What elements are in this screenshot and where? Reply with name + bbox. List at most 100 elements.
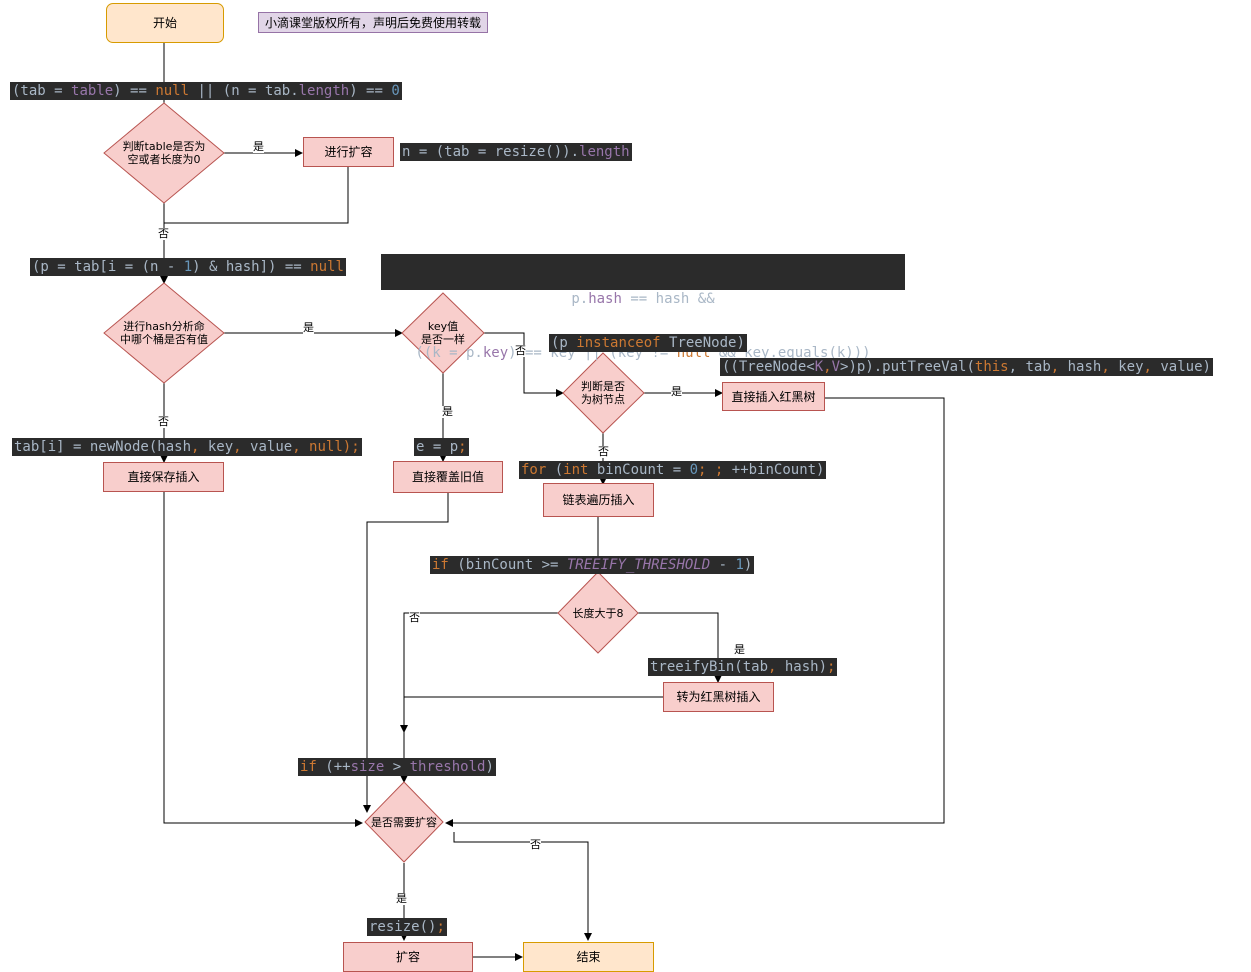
code-assign-e: e = p; bbox=[414, 438, 469, 456]
code-token: resize() bbox=[369, 919, 437, 935]
code-token: || (n = tab. bbox=[189, 83, 299, 99]
code-token: (++ bbox=[316, 759, 351, 775]
code-token: for bbox=[521, 462, 547, 478]
code-token: - bbox=[710, 557, 736, 573]
edge-save-to-resize bbox=[163, 492, 363, 827]
direct-save-label: 直接保存插入 bbox=[127, 470, 200, 484]
is-tree-label: 判断是否 为树节点 bbox=[581, 380, 625, 406]
code-treeify-bin: treeifyBin(tab, hash); bbox=[648, 658, 838, 676]
code-token: ) == bbox=[113, 83, 156, 99]
expand-final-label: 扩容 bbox=[395, 950, 420, 964]
diamond-check-bucket bbox=[103, 282, 225, 384]
insert-tree-label: 直接插入红黑树 bbox=[731, 389, 816, 404]
code-token: , bbox=[1101, 359, 1110, 375]
diamond-key-same bbox=[401, 292, 485, 374]
code-token: ( bbox=[546, 462, 564, 478]
code-token: V bbox=[831, 359, 841, 375]
code-token: e = p bbox=[416, 439, 459, 455]
code-token: ) bbox=[743, 557, 753, 573]
code-token: ) bbox=[485, 759, 494, 775]
expand-first-node: 进行扩容 bbox=[303, 137, 394, 167]
code-token: hash) bbox=[776, 659, 828, 675]
code-new-node: tab[i] = newNode(hash, key, value, null)… bbox=[12, 438, 362, 456]
code-token: int bbox=[563, 462, 589, 478]
code-token: , tab bbox=[1008, 359, 1051, 375]
code-token: hash bbox=[1059, 359, 1102, 375]
diamond-need-resize bbox=[364, 781, 444, 863]
code-table-check: (tab = table) == null || (n = tab.length… bbox=[10, 82, 402, 100]
code-token: length bbox=[298, 83, 350, 99]
code-token: ; bbox=[458, 439, 467, 455]
diamond-len-gt-8 bbox=[557, 571, 639, 654]
label-check-yes: 是 bbox=[253, 140, 264, 153]
code-token: ((k = p. bbox=[415, 345, 483, 361]
code-token: tab[i] = newNode(hash bbox=[14, 439, 192, 455]
code-key-check: p.hash == hash && ((k = p.key) == key ||… bbox=[381, 254, 905, 361]
code-token: key bbox=[1109, 359, 1144, 375]
direct-save-node: 直接保存插入 bbox=[103, 462, 224, 492]
to-tree-node: 转为红黑树插入 bbox=[663, 682, 774, 712]
code-token: TREEIFY_THRESHOLD bbox=[566, 557, 711, 573]
code-put-tree-val: ((TreeNode<K,V>)p).putTreeVal(this, tab,… bbox=[720, 358, 1213, 376]
code-token: value bbox=[241, 439, 293, 455]
code-token: key bbox=[199, 439, 234, 455]
code-token: == hash && bbox=[621, 291, 715, 307]
code-token: hash bbox=[588, 291, 622, 307]
label-bucket-yes: 是 bbox=[303, 321, 314, 334]
code-token: value) bbox=[1151, 359, 1211, 375]
expand-first-label: 进行扩容 bbox=[324, 145, 373, 159]
code-token: , bbox=[823, 359, 832, 375]
code-size-check: if (++size > threshold) bbox=[298, 758, 496, 776]
code-token: ; ; bbox=[698, 462, 732, 478]
code-token: if bbox=[432, 557, 449, 573]
code-token: (binCount >= bbox=[448, 557, 567, 573]
label-key-no: 否 bbox=[515, 344, 526, 357]
label-tree-no: 否 bbox=[598, 445, 609, 458]
end-node: 结束 bbox=[523, 942, 654, 972]
code-resize-call: resize(); bbox=[367, 918, 447, 936]
check-table-label: 判断table是否为 空或者长度为0 bbox=[122, 140, 206, 166]
code-for-loop: for (int binCount = 0; ; ++binCount) bbox=[519, 461, 827, 479]
diamond-check-table bbox=[103, 102, 225, 204]
to-tree-label: 转为红黑树插入 bbox=[676, 690, 761, 704]
code-token: table bbox=[71, 83, 114, 99]
code-bucket-check: (p = tab[i = (n - 1) & hash]) == null bbox=[30, 258, 346, 276]
code-token: ) & hash]) == bbox=[192, 259, 311, 275]
diamond-is-tree bbox=[562, 352, 645, 434]
code-token: > bbox=[384, 759, 410, 775]
code-token: ); bbox=[342, 439, 360, 455]
code-token: threshold bbox=[409, 759, 486, 775]
code-key-check-line1: p.hash == hash && bbox=[383, 290, 903, 308]
code-token: , bbox=[768, 659, 777, 675]
code-token: key bbox=[482, 345, 509, 361]
cover-old-label: 直接覆盖旧值 bbox=[411, 470, 484, 484]
start-node: 开始 bbox=[106, 3, 224, 43]
label-resize-yes: 是 bbox=[396, 892, 407, 905]
code-token: 0 bbox=[391, 83, 400, 99]
code-token: binCount = bbox=[588, 462, 690, 478]
key-same-label: key值 是否一样 bbox=[421, 320, 465, 346]
code-token: , bbox=[1050, 359, 1060, 375]
code-token: null bbox=[300, 439, 343, 455]
label-len-yes: 是 bbox=[734, 643, 745, 656]
edge-cover-to-resize bbox=[363, 493, 449, 813]
code-token: , bbox=[1143, 359, 1152, 375]
code-token: , bbox=[292, 439, 301, 455]
expand-final-node: 扩容 bbox=[343, 942, 473, 972]
label-len-no: 否 bbox=[409, 611, 420, 624]
code-treeify-check: if (binCount >= TREEIFY_THRESHOLD - 1) bbox=[430, 556, 755, 574]
edge-len-no bbox=[400, 612, 558, 733]
code-token: n = (tab = resize()). bbox=[402, 144, 580, 160]
code-token: 1 bbox=[183, 259, 193, 275]
code-token: null bbox=[155, 83, 190, 99]
copyright-label: 小滴课堂版权所有，声明后免费使用转载 bbox=[264, 15, 481, 30]
list-insert-node: 链表遍历插入 bbox=[543, 483, 654, 517]
code-instance-check: (p instanceof TreeNode) bbox=[549, 334, 747, 352]
len-gt-8-label: 长度大于8 bbox=[572, 606, 624, 620]
label-resize-no: 否 bbox=[530, 838, 541, 851]
code-token: ) == bbox=[349, 83, 392, 99]
code-token: size bbox=[350, 759, 385, 775]
edge-resize-no bbox=[453, 832, 592, 941]
label-key-yes: 是 bbox=[442, 405, 453, 418]
